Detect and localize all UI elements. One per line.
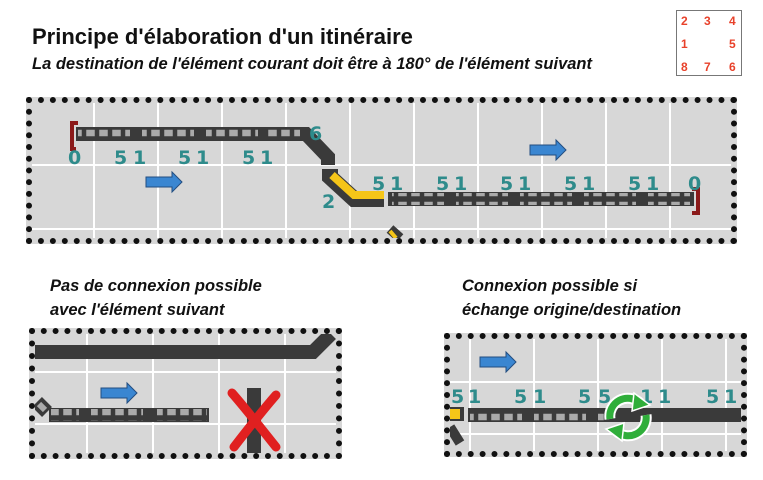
- direction-legend: 2 3 4 1 5 8 7 6: [676, 10, 742, 76]
- label-r2-6: 1: [518, 173, 531, 195]
- label-r2-0: 2: [322, 191, 335, 213]
- label-r1-4: 1: [196, 147, 209, 169]
- label-r2-8: 1: [582, 173, 595, 195]
- legend-pos-1: 1: [681, 37, 688, 51]
- label-swap-2: 5: [514, 386, 527, 408]
- label-r2-11: 0: [688, 173, 701, 195]
- label-r1-5: 5: [242, 147, 255, 169]
- label-swap-1: 1: [468, 386, 481, 408]
- label-r2-4: 1: [454, 173, 467, 195]
- label-r2-7: 5: [564, 173, 577, 195]
- page-subtitle: La destination de l'élément courant doit…: [32, 55, 593, 73]
- arrow-right-icon: [529, 138, 567, 162]
- legend-pos-6: 6: [729, 60, 736, 74]
- label-r2-9: 5: [628, 173, 641, 195]
- label-swap-3: 1: [533, 386, 546, 408]
- panel-no-connection: [29, 328, 342, 459]
- label-swap-0: 5: [451, 386, 464, 408]
- label-swap-9: 1: [724, 386, 737, 408]
- swap-arrows-icon: [604, 391, 652, 443]
- label-r2-2: 1: [390, 173, 403, 195]
- label-r2-3: 5: [436, 173, 449, 195]
- cross-icon: [227, 388, 281, 452]
- label-r1-0: 0: [68, 147, 81, 169]
- label-swap-4: 5: [578, 386, 591, 408]
- legend-pos-8: 8: [681, 60, 688, 74]
- caption-connection-possible-line1: Connexion possible si: [462, 277, 638, 295]
- label-r1-3: 5: [178, 147, 191, 169]
- arrow-right-icon: [479, 350, 517, 374]
- label-r1-1: 5: [114, 147, 127, 169]
- caption-no-connection: Pas de connexion possible avec l'élément…: [50, 274, 262, 322]
- label-r2-5: 5: [500, 173, 513, 195]
- caption-connection-possible-line2: échange origine/destination: [462, 301, 682, 319]
- label-r1-2: 1: [133, 147, 146, 169]
- caption-no-connection-line2: avec l'élément suivant: [50, 301, 225, 319]
- label-r2-1: 5: [372, 173, 385, 195]
- page-title: Principe d'élaboration d'un itinéraire: [32, 24, 413, 49]
- top-panel: 0 5 1 5 1 5 1 6 2 5 1 5 1 5 1 5 1 5 1 0: [26, 97, 737, 244]
- panel-connection-swap: 5 1 5 1 5 5 1 1 5 1: [444, 333, 747, 457]
- label-r2-10: 1: [646, 173, 659, 195]
- track-curve-down: [300, 127, 335, 165]
- legend-pos-3: 3: [704, 14, 711, 28]
- legend-pos-5: 5: [729, 37, 736, 51]
- caption-no-connection-line1: Pas de connexion possible: [50, 277, 262, 295]
- label-swap-8: 5: [706, 386, 719, 408]
- label-r1-6: 1: [260, 147, 273, 169]
- legend-pos-4: 4: [729, 14, 736, 28]
- end-stop-left: [70, 121, 78, 151]
- arrow-right-icon: [145, 170, 183, 194]
- label-r1-7: 6: [309, 123, 322, 145]
- label-swap-5: 5: [598, 386, 611, 408]
- caption-connection-possible: Connexion possible si échange origine/de…: [462, 274, 681, 322]
- label-swap-7: 1: [658, 386, 671, 408]
- end-stop-right: [692, 187, 700, 215]
- legend-pos-7: 7: [704, 60, 711, 74]
- arrow-right-icon: [100, 381, 138, 405]
- track-top: [35, 334, 336, 359]
- legend-pos-2: 2: [681, 14, 688, 28]
